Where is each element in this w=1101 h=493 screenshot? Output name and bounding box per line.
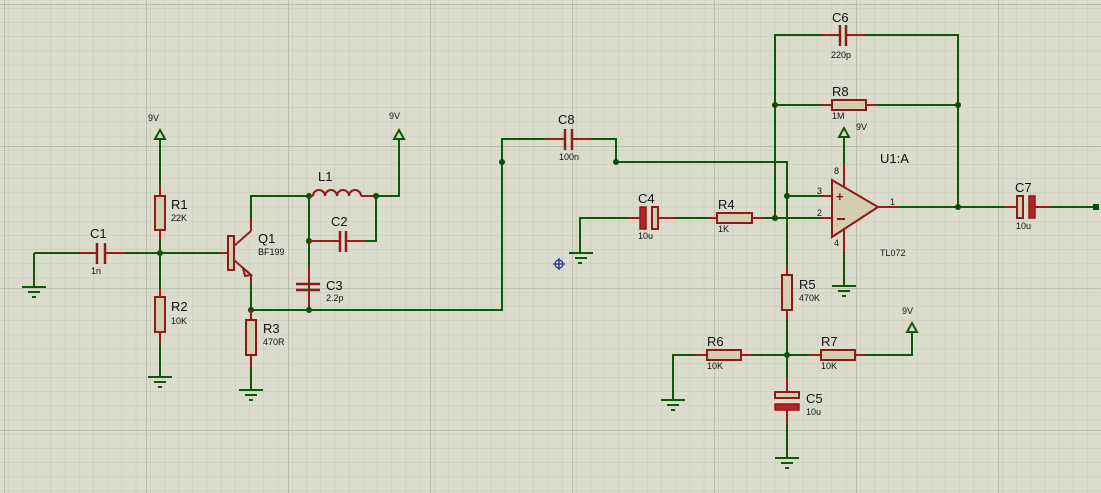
power-9v-4: 9V	[902, 306, 919, 333]
c1-value: 1n	[91, 266, 101, 276]
r8-value: 1M	[832, 111, 845, 121]
r2-value: 10K	[171, 316, 187, 326]
r7-ref: R7	[821, 334, 838, 349]
resistor-r2[interactable]: R2 10K	[154, 287, 188, 344]
pin-minus: 2	[817, 208, 822, 218]
r4-ref: R4	[718, 197, 735, 212]
svg-text:9V: 9V	[148, 113, 159, 123]
r1-value: 22K	[171, 213, 187, 223]
c6-ref: C6	[832, 10, 849, 25]
pin-plus: 3	[817, 186, 822, 196]
ground-symbol	[775, 457, 799, 469]
opamp-u1[interactable]: + 3 2 1 8 4 U1:A TL072	[817, 151, 909, 258]
ground-symbol	[148, 376, 172, 388]
c7-ref: C7	[1015, 180, 1032, 195]
power-9v-2: 9V	[389, 111, 406, 140]
capacitor-c1[interactable]: C1 1n	[80, 226, 125, 276]
u1-ref: U1:A	[880, 151, 909, 166]
r8-ref: R8	[832, 84, 849, 99]
capacitor-c5[interactable]: C5 10u	[774, 378, 823, 424]
r5-ref: R5	[799, 277, 816, 292]
c7-value: 10u	[1016, 221, 1031, 231]
r2-ref: R2	[171, 299, 188, 314]
resistor-r5[interactable]: R5 470K	[781, 265, 820, 320]
svg-text:9V: 9V	[902, 306, 913, 316]
pin-out: 1	[890, 197, 895, 207]
r7-value: 10K	[821, 361, 837, 371]
capacitor-c4[interactable]: C4 10u	[627, 191, 675, 241]
c4-value: 10u	[638, 231, 653, 241]
ground-symbol	[239, 389, 263, 401]
r4-value: 1K	[718, 224, 729, 234]
resistor-r8[interactable]: R8 1M	[822, 84, 878, 121]
capacitor-c6[interactable]: C6 220p	[822, 10, 866, 60]
ground-symbol	[569, 217, 627, 264]
c5-value: 10u	[806, 407, 821, 417]
pin-vneg: 4	[834, 238, 839, 248]
c2-ref: C2	[331, 214, 348, 229]
c6-value: 220p	[831, 50, 851, 60]
c4-ref: C4	[638, 191, 655, 206]
resistor-r3[interactable]: R3 470R	[245, 310, 285, 367]
c1-ref: C1	[90, 226, 107, 241]
cursor-crosshair-icon	[553, 258, 565, 270]
resistor-r7[interactable]: R7 10K	[810, 334, 866, 371]
ground-symbol	[832, 285, 856, 297]
r3-ref: R3	[263, 321, 280, 336]
capacitor-c8[interactable]: C8 100n	[545, 112, 592, 162]
r6-value: 10K	[707, 361, 723, 371]
resistor-r6[interactable]: R6 10K	[696, 334, 752, 371]
svg-text:+: +	[836, 189, 844, 204]
resistor-r4[interactable]: R4 1K	[708, 197, 763, 234]
resistor-r1[interactable]: R1 22K	[154, 185, 188, 240]
capacitor-c3[interactable]: C3 2.2p	[296, 268, 344, 305]
u1-value: TL072	[880, 248, 906, 258]
pin-vpos: 8	[834, 166, 839, 176]
svg-text:9V: 9V	[856, 122, 867, 132]
r5-value: 470K	[799, 293, 820, 303]
capacitor-c7[interactable]: C7 10u	[1005, 180, 1050, 231]
c8-ref: C8	[558, 112, 575, 127]
r1-ref: R1	[171, 197, 188, 212]
r6-ref: R6	[707, 334, 724, 349]
q1-ref: Q1	[258, 231, 275, 246]
power-9v-3: 9V	[837, 122, 867, 138]
c3-ref: C3	[326, 278, 343, 293]
capacitor-c2[interactable]: C2	[309, 214, 366, 252]
c5-ref: C5	[806, 391, 823, 406]
c8-value: 100n	[559, 152, 579, 162]
ground-symbol	[661, 399, 685, 411]
transistor-q1[interactable]: Q1 BF199	[219, 220, 285, 284]
l1-ref: L1	[318, 169, 332, 184]
output-terminal[interactable]	[1093, 204, 1099, 210]
c3-value: 2.2p	[326, 293, 344, 303]
inductor-l1[interactable]: L1	[309, 169, 376, 197]
r3-value: 470R	[263, 337, 285, 347]
ground-symbol	[22, 253, 46, 298]
q1-value: BF199	[258, 247, 285, 257]
svg-text:9V: 9V	[389, 111, 400, 121]
